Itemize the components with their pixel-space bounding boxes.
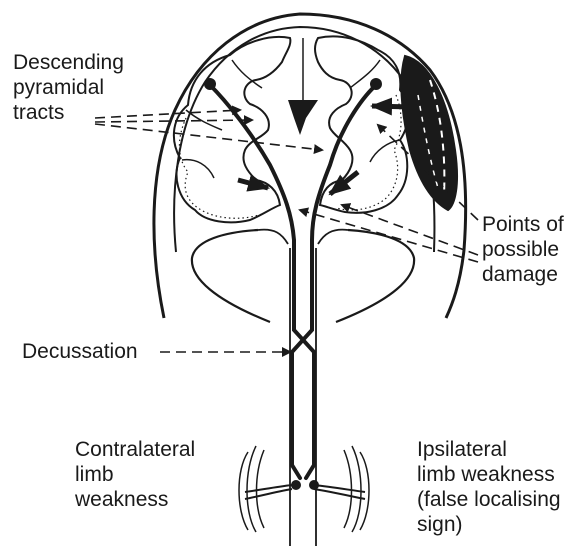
ventricles [288, 100, 318, 135]
extradural-haematoma [401, 56, 457, 210]
left-hemisphere [174, 37, 291, 222]
points-of-damage-label: Points of possible damage [482, 212, 564, 287]
contralateral-label: Contralateral limb weakness [75, 437, 195, 512]
tentorium [192, 230, 414, 322]
pyramidal-tracts [210, 85, 376, 478]
lower-motor-neurons [245, 485, 365, 499]
right-hemisphere [315, 36, 408, 212]
left-cortex-neuron [204, 78, 216, 90]
dura-outline [174, 27, 434, 252]
right-cortex-neuron [370, 78, 382, 90]
ipsilateral-label: Ipsilateral limb weakness (false localis… [417, 437, 561, 537]
descending-tracts-label: Descending pyramidal tracts [13, 50, 124, 125]
decussation-label: Decussation [22, 339, 138, 364]
